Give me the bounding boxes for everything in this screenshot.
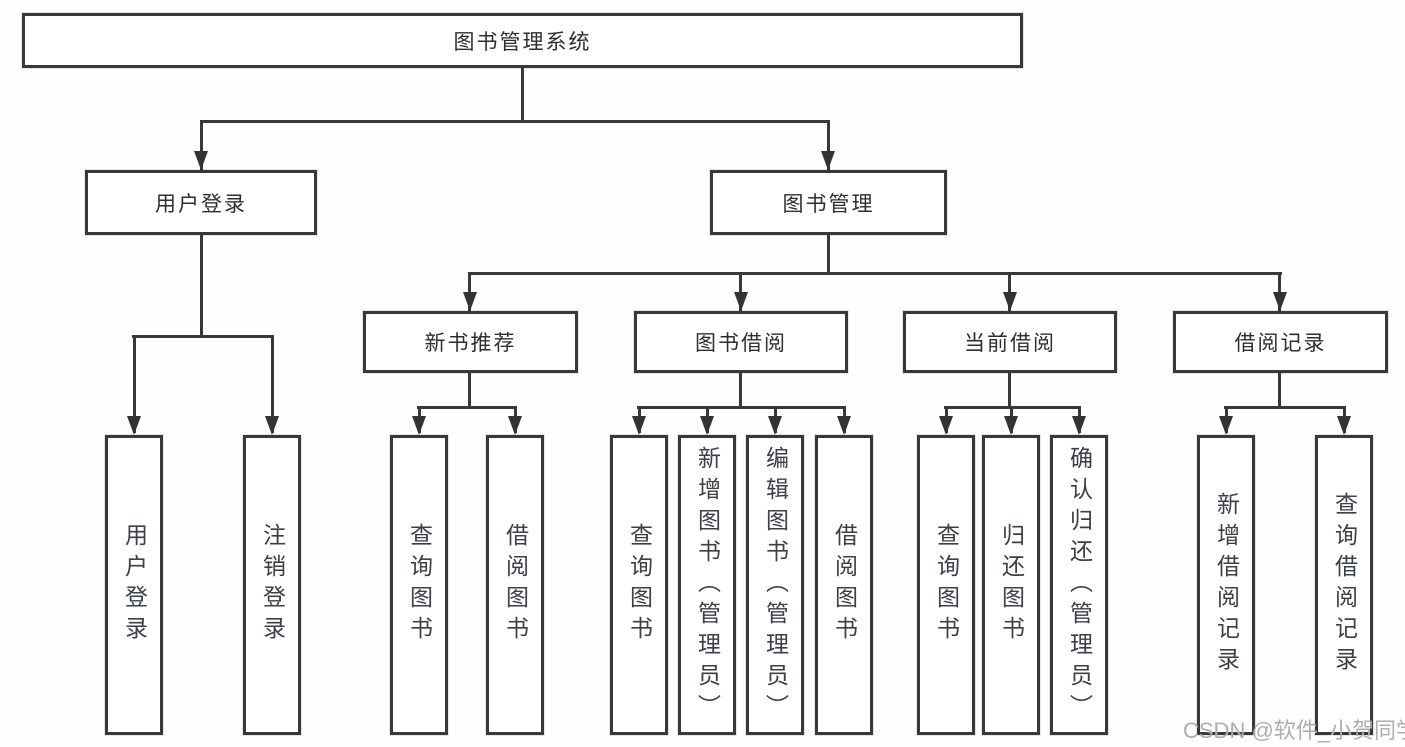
leaf-label: 归还图书	[998, 523, 1025, 647]
arrow-down-icon	[837, 416, 851, 435]
leaf-label: 注销登录	[259, 523, 286, 647]
connector-drop-records	[1278, 272, 1281, 311]
leaf-confirm-return-admin: 确认归还（管理员）	[1050, 435, 1108, 735]
connector-drop-borrow	[739, 272, 742, 311]
leaf-logout: 注销登录	[243, 435, 301, 735]
connector-records-vertical	[1278, 373, 1281, 409]
arrow-down-icon	[768, 416, 782, 435]
leaf-label: 查询借阅记录	[1331, 492, 1358, 678]
arrow-down-icon	[463, 292, 477, 311]
leaf-return-books: 归还图书	[982, 435, 1040, 735]
csdn-watermark: CSDN @软件_小贺同学	[1183, 718, 1405, 743]
arrow-down-icon	[265, 416, 279, 435]
leaf-query-books-recommend: 查询图书	[390, 435, 448, 735]
leaf-label: 查询图书	[933, 523, 960, 647]
arrow-down-icon	[1337, 416, 1351, 435]
leaf-query-borrow-record: 查询借阅记录	[1315, 435, 1373, 735]
leaf-add-books-admin: 新增图书（管理员）	[678, 435, 736, 735]
arrow-down-icon	[412, 416, 426, 435]
node-book-management: 图书管理	[710, 170, 947, 235]
connector-drop-book-mgmt	[827, 120, 830, 170]
node-book-borrowing: 图书借阅	[634, 311, 848, 373]
node-current-borrowing: 当前借阅	[903, 311, 1117, 373]
connector-borrow-horizontal	[637, 406, 846, 409]
arrow-down-icon	[821, 151, 835, 170]
leaf-add-borrow-record: 新增借阅记录	[1197, 435, 1255, 735]
arrow-down-icon	[700, 416, 714, 435]
node-user-login: 用户登录	[85, 170, 317, 235]
connector-drop-leaf	[133, 335, 136, 433]
node-borrowing-records: 借阅记录	[1173, 311, 1388, 373]
connector-root-horizontal	[200, 120, 830, 123]
arrow-down-icon	[508, 416, 522, 435]
connector-book-mgmt-vertical	[827, 235, 830, 272]
arrow-down-icon	[939, 416, 953, 435]
leaf-borrow-books: 借阅图书	[815, 435, 873, 735]
leaf-user-login: 用户登录	[105, 435, 163, 735]
connector-drop-current	[1008, 272, 1011, 311]
arrow-down-icon	[1072, 416, 1086, 435]
leaf-label: 新增图书（管理员）	[694, 445, 721, 725]
connector-root-vertical	[521, 68, 524, 121]
connector-current-vertical	[1008, 373, 1011, 409]
leaf-borrow-books-recommend: 借阅图书	[486, 435, 544, 735]
leaf-label: 确认归还（管理员）	[1066, 445, 1093, 725]
connector-user-login-vertical	[200, 235, 203, 335]
connector-book-mgmt-horizontal	[468, 272, 1282, 275]
leaf-label: 新增借阅记录	[1213, 492, 1240, 678]
node-library-management-system: 图书管理系统	[22, 13, 1023, 68]
arrow-down-icon	[1004, 416, 1018, 435]
arrow-down-icon	[632, 416, 646, 435]
arrow-down-icon	[734, 292, 748, 311]
arrow-down-icon	[1003, 292, 1017, 311]
connector-new-books-horizontal	[417, 406, 517, 409]
leaf-query-books-borrow: 查询图书	[610, 435, 668, 735]
leaf-label: 查询图书	[626, 523, 653, 647]
node-new-book-recommend: 新书推荐	[363, 311, 578, 373]
connector-drop-leaf	[271, 335, 274, 433]
leaf-label: 借阅图书	[502, 523, 529, 647]
arrow-down-icon	[1219, 416, 1233, 435]
connector-user-login-horizontal	[132, 335, 274, 338]
leaf-query-books-current: 查询图书	[917, 435, 975, 735]
connector-records-horizontal	[1224, 406, 1346, 409]
connector-new-books-vertical	[468, 373, 471, 409]
connector-drop-new-books	[468, 272, 471, 311]
connector-borrow-vertical	[739, 373, 742, 409]
arrow-down-icon	[194, 151, 208, 170]
leaf-label: 用户登录	[121, 523, 148, 647]
leaf-edit-books-admin: 编辑图书（管理员）	[746, 435, 804, 735]
connector-drop-user-login	[200, 120, 203, 170]
leaf-label: 编辑图书（管理员）	[762, 445, 789, 725]
leaf-label: 查询图书	[406, 523, 433, 647]
arrow-down-icon	[127, 416, 141, 435]
arrow-down-icon	[1273, 292, 1287, 311]
leaf-label: 借阅图书	[831, 523, 858, 647]
